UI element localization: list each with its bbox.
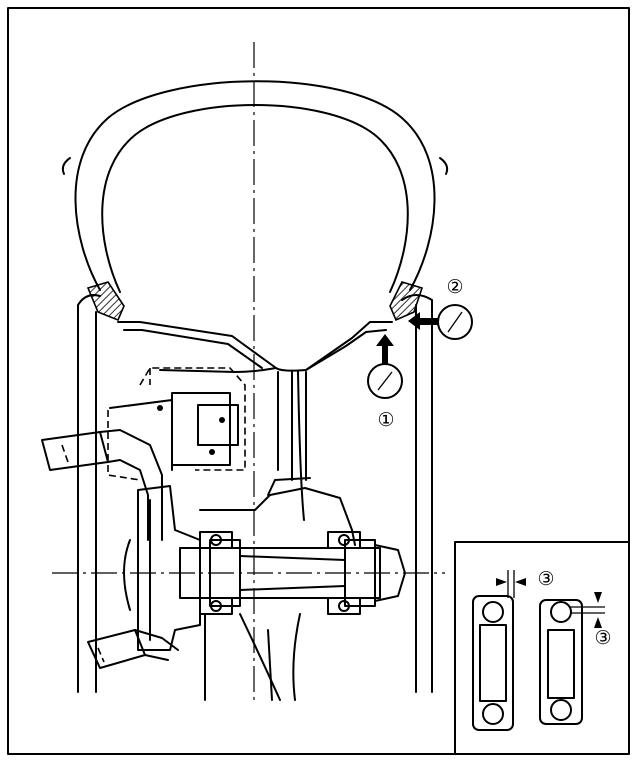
brake-caliper — [107, 367, 246, 481]
brake-lever-lower — [87, 629, 179, 669]
brake-lever-upper — [41, 429, 163, 541]
outer-frame — [7, 7, 630, 755]
callout-2: ② — [446, 276, 463, 298]
arrow-up-icon — [376, 334, 394, 346]
hub-housing — [123, 477, 406, 701]
bearing-inset: ③ ③ — [454, 541, 630, 755]
arrow-left-icon — [408, 312, 420, 330]
caliper-body — [171, 392, 231, 466]
callout-3-right: ③ — [594, 627, 611, 649]
axle-shaft — [179, 547, 381, 599]
callout-1: ① — [377, 409, 394, 431]
axle-nut — [374, 544, 406, 602]
rim — [77, 294, 433, 693]
dial-gauge-2 — [408, 304, 473, 340]
tire — [61, 80, 449, 322]
dial-gauge-1 — [367, 334, 403, 399]
callout-3-left: ③ — [537, 568, 554, 590]
